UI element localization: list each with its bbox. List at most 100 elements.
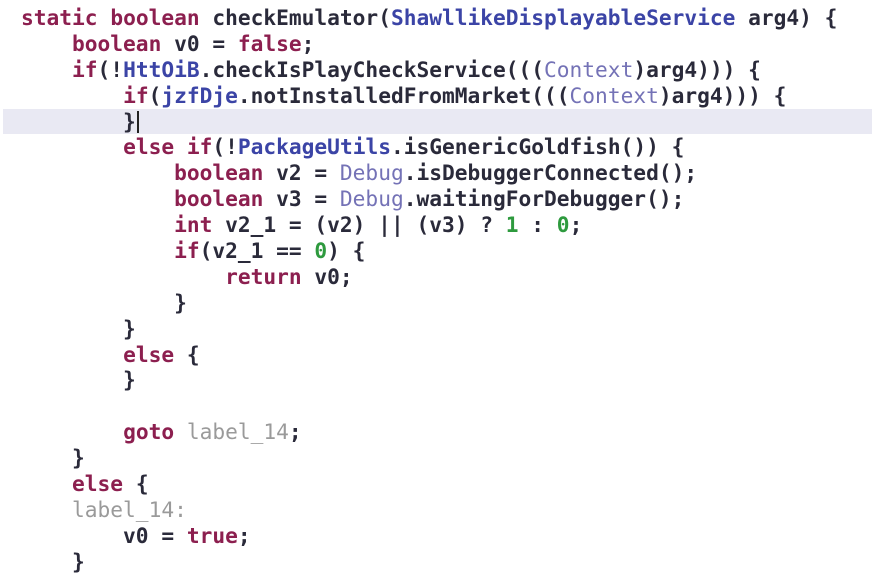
code-token	[21, 57, 72, 82]
code-token-kw: else	[123, 341, 175, 367]
code-token: {	[123, 471, 149, 497]
code-token	[21, 238, 174, 263]
code-line-current[interactable]: }	[3, 108, 872, 135]
code-token: (v2_1 ==	[199, 238, 315, 264]
code-token: checkEmulator(	[199, 5, 391, 30]
code-token-num: 0	[556, 212, 570, 238]
code-line[interactable]: v0 = true;	[0, 523, 872, 549]
code-token: :	[518, 212, 557, 238]
code-token: ) {	[327, 238, 366, 264]
code-line[interactable]: }	[0, 316, 872, 342]
code-token: }	[21, 289, 187, 315]
code-token-kw: else	[123, 134, 175, 160]
code-token: (	[148, 82, 162, 108]
code-line[interactable]: boolean v2 = Debug.isDebuggerConnected()…	[0, 160, 872, 186]
code-token: v2 =	[263, 160, 340, 186]
code-token: {	[174, 341, 200, 367]
code-token: v0 =	[21, 522, 187, 548]
code-token-type-ref: Debug	[339, 186, 404, 212]
code-token: ;	[301, 30, 315, 56]
code-token	[21, 471, 72, 496]
code-token: (!	[97, 56, 124, 82]
code-line[interactable]: }	[0, 445, 872, 471]
code-line[interactable]: int v2_1 = (v2) || (v3) ? 1 : 0;	[0, 212, 872, 238]
code-line[interactable]: else {	[0, 471, 872, 497]
code-token-cls: PackageUtils	[237, 134, 391, 160]
code-token: }	[21, 445, 85, 471]
code-token-num: 1	[505, 212, 519, 238]
code-token-cls: HttOiB	[123, 56, 200, 82]
code-line[interactable]: boolean v3 = Debug.waitingForDebugger();	[0, 186, 872, 212]
code-token: .isDebuggerConnected();	[403, 160, 698, 186]
code-token: )arg4))) {	[633, 56, 761, 82]
code-token-type-ref: Context	[544, 56, 634, 82]
code-token-kw: false	[237, 30, 302, 56]
code-line[interactable]: if(v2_1 == 0) {	[0, 238, 872, 264]
code-token	[21, 342, 123, 367]
code-token: v0;	[301, 263, 353, 289]
code-token: }	[21, 108, 136, 134]
code-line[interactable]: return v0;	[0, 264, 872, 290]
code-line[interactable]: }	[0, 367, 872, 393]
code-token-num: 0	[314, 238, 328, 264]
code-token-type-ref: Context	[569, 82, 659, 108]
code-token-label: label_14	[186, 419, 289, 445]
code-token: v3 =	[263, 186, 340, 212]
code-line[interactable]: }	[0, 290, 872, 316]
code-token-cls: jzfDje	[161, 82, 238, 108]
code-token	[21, 160, 174, 185]
code-token: (!	[212, 134, 238, 160]
code-token-kw: if	[174, 238, 200, 264]
code-token	[21, 134, 123, 159]
code-token	[174, 134, 187, 159]
code-token-kw: boolean	[174, 186, 264, 212]
code-token	[21, 419, 123, 444]
code-token: .isGenericGoldfish()) {	[390, 134, 685, 160]
code-token-kw: if	[123, 82, 149, 108]
code-editor[interactable]: static boolean checkEmulator(ShawllikeDi…	[0, 5, 872, 575]
code-token-kw: boolean	[174, 160, 264, 186]
code-token-kw: else	[72, 471, 124, 497]
code-token	[21, 212, 174, 237]
code-token-label: label_14:	[72, 496, 187, 522]
code-token-kw: int	[174, 212, 213, 238]
code-token	[174, 419, 187, 444]
code-line[interactable]: label_14:	[0, 497, 872, 523]
code-token: .notInstalledFromMarket(((	[237, 82, 570, 108]
code-token	[98, 5, 111, 30]
code-token: ;	[288, 419, 302, 445]
code-line[interactable]: }	[0, 549, 872, 575]
code-token-kw: goto	[123, 419, 175, 445]
code-token-kw: return	[225, 263, 302, 289]
code-line[interactable]: if(jzfDje.notInstalledFromMarket(((Conte…	[0, 83, 872, 109]
code-token-type-ref: Debug	[339, 160, 404, 186]
code-token	[21, 497, 72, 522]
code-token: ;	[569, 212, 583, 238]
code-token	[21, 83, 123, 108]
code-token: .checkIsPlayCheckService(((	[199, 56, 545, 82]
code-line[interactable]: else {	[0, 342, 872, 368]
code-token: .waitingForDebugger();	[403, 186, 685, 212]
code-token	[21, 31, 72, 56]
code-line[interactable]	[0, 393, 872, 419]
code-token-kw: if	[186, 134, 213, 160]
code-token-kw: if	[72, 56, 98, 82]
code-token: v0 =	[161, 30, 238, 56]
code-token: ;	[237, 522, 251, 548]
code-line[interactable]: static boolean checkEmulator(ShawllikeDi…	[0, 5, 872, 31]
code-token: arg4) {	[735, 5, 838, 30]
code-token: )arg4))) {	[658, 82, 787, 108]
text-cursor	[136, 110, 139, 133]
code-token: }	[21, 367, 136, 393]
code-line[interactable]: else if(!PackageUtils.isGenericGoldfish(…	[0, 134, 872, 160]
code-token: }	[21, 548, 85, 574]
code-line[interactable]: if(!HttOiB.checkIsPlayCheckService(((Con…	[0, 57, 872, 83]
code-token	[21, 186, 174, 211]
code-token-cls: ShawllikeDisplayableService	[390, 5, 736, 30]
code-line[interactable]: goto label_14;	[0, 419, 872, 445]
code-token-kw: static	[21, 5, 98, 30]
code-line[interactable]: boolean v0 = false;	[0, 31, 872, 57]
code-token-kw: boolean	[110, 5, 200, 30]
code-token	[21, 264, 225, 289]
code-token-kw: true	[186, 522, 238, 548]
